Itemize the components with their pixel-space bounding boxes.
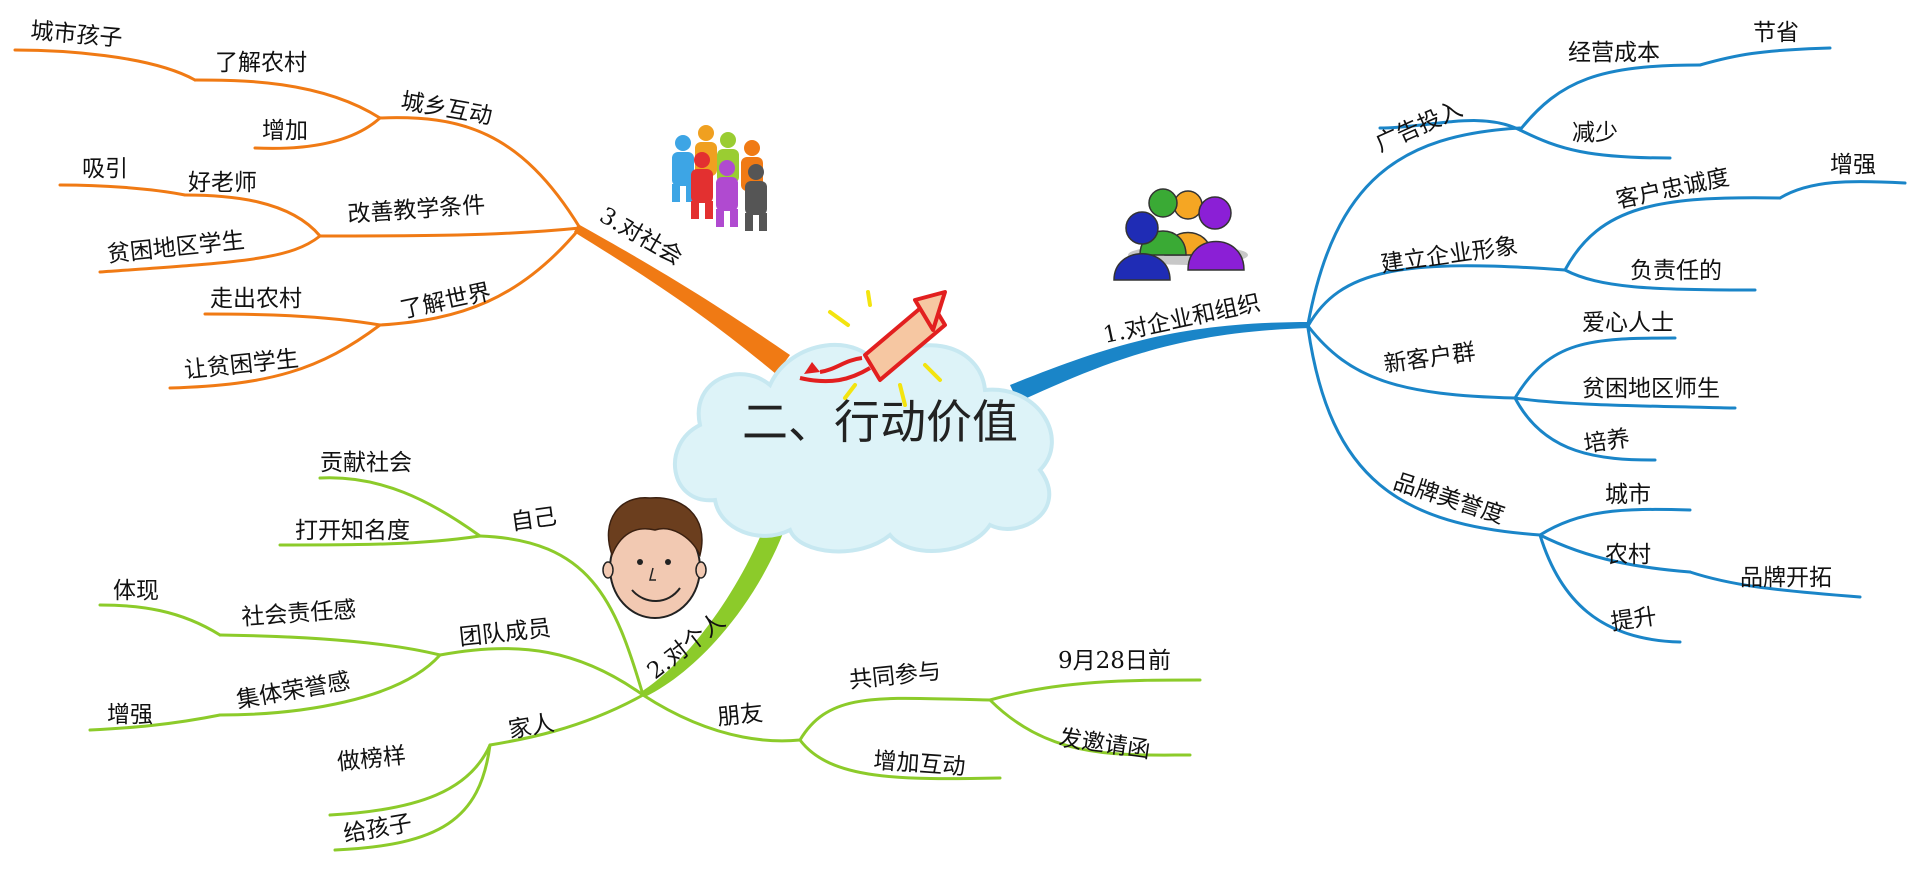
node-good-teachers: 好老师 bbox=[188, 170, 257, 196]
node-embody: 体现 bbox=[113, 578, 159, 604]
node-before-date: 9月28日前 bbox=[1058, 648, 1171, 674]
node-contribute-society: 贡献社会 bbox=[320, 450, 412, 476]
crowd-icon bbox=[672, 125, 767, 231]
node-city: 城市 bbox=[1605, 482, 1651, 508]
node-improve: 提升 bbox=[1609, 604, 1658, 636]
node-cultivate: 培养 bbox=[1582, 426, 1631, 458]
node-participate: 共同参与 bbox=[848, 658, 942, 693]
node-self: 自己 bbox=[509, 504, 558, 536]
node-reduce: 减少 bbox=[1572, 120, 1618, 146]
node-city-kids: 城市孩子 bbox=[29, 18, 123, 52]
node-team-members: 团队成员 bbox=[458, 615, 552, 650]
personal-main-branch bbox=[641, 518, 788, 697]
node-corporate-image: 建立企业形象 bbox=[1379, 233, 1519, 278]
node-family: 家人 bbox=[507, 710, 557, 744]
node-attract: 吸引 bbox=[82, 156, 128, 182]
center-title: 二、行动价值 bbox=[742, 395, 1018, 449]
node-rural: 农村 bbox=[1605, 542, 1651, 568]
node-operating-cost: 经营成本 bbox=[1568, 40, 1660, 66]
smiling-face-icon bbox=[602, 497, 707, 619]
center-cloud bbox=[673, 343, 1054, 554]
node-social-responsibility: 社会责任感 bbox=[241, 597, 358, 631]
node-new-customers: 新客户群 bbox=[1382, 339, 1477, 378]
node-strengthen-loyalty: 增强 bbox=[1830, 152, 1876, 178]
node-fame: 打开知名度 bbox=[295, 518, 410, 544]
business-group-icon bbox=[1113, 188, 1248, 281]
node-leave-village: 走出农村 bbox=[210, 286, 302, 312]
node-increase-interaction: 增加互动 bbox=[873, 748, 967, 780]
node-caring-people: 爱心人士 bbox=[1582, 310, 1674, 336]
node-urban-rural: 城乡互动 bbox=[399, 88, 494, 130]
rocket-icon bbox=[799, 290, 947, 407]
node-collective-honor: 集体荣誉感 bbox=[235, 668, 353, 714]
node-send-invitation: 发邀请函 bbox=[1057, 725, 1152, 764]
node-customer-loyalty: 客户忠诚度 bbox=[1614, 165, 1732, 214]
node-save: 节省 bbox=[1753, 20, 1799, 46]
node-increase: 增加 bbox=[262, 118, 308, 144]
personal-branch-label: 2.对个人 bbox=[643, 608, 731, 684]
node-friends: 朋友 bbox=[716, 700, 764, 731]
society-main-branch bbox=[574, 224, 790, 374]
node-know-rural: 了解农村 bbox=[215, 50, 307, 76]
node-brand-expansion: 品牌开拓 bbox=[1740, 565, 1832, 591]
node-improve-teaching: 改善教学条件 bbox=[347, 192, 486, 228]
node-let-poor-students: 让贫困学生 bbox=[183, 346, 300, 384]
node-responsible: 负责任的 bbox=[1630, 258, 1722, 284]
node-strengthen-honor: 增强 bbox=[107, 702, 153, 728]
node-be-example: 做榜样 bbox=[336, 743, 407, 776]
node-poor-teachers-students: 贫困地区师生 bbox=[1582, 376, 1720, 402]
enterprise-main-branch bbox=[1010, 322, 1310, 402]
